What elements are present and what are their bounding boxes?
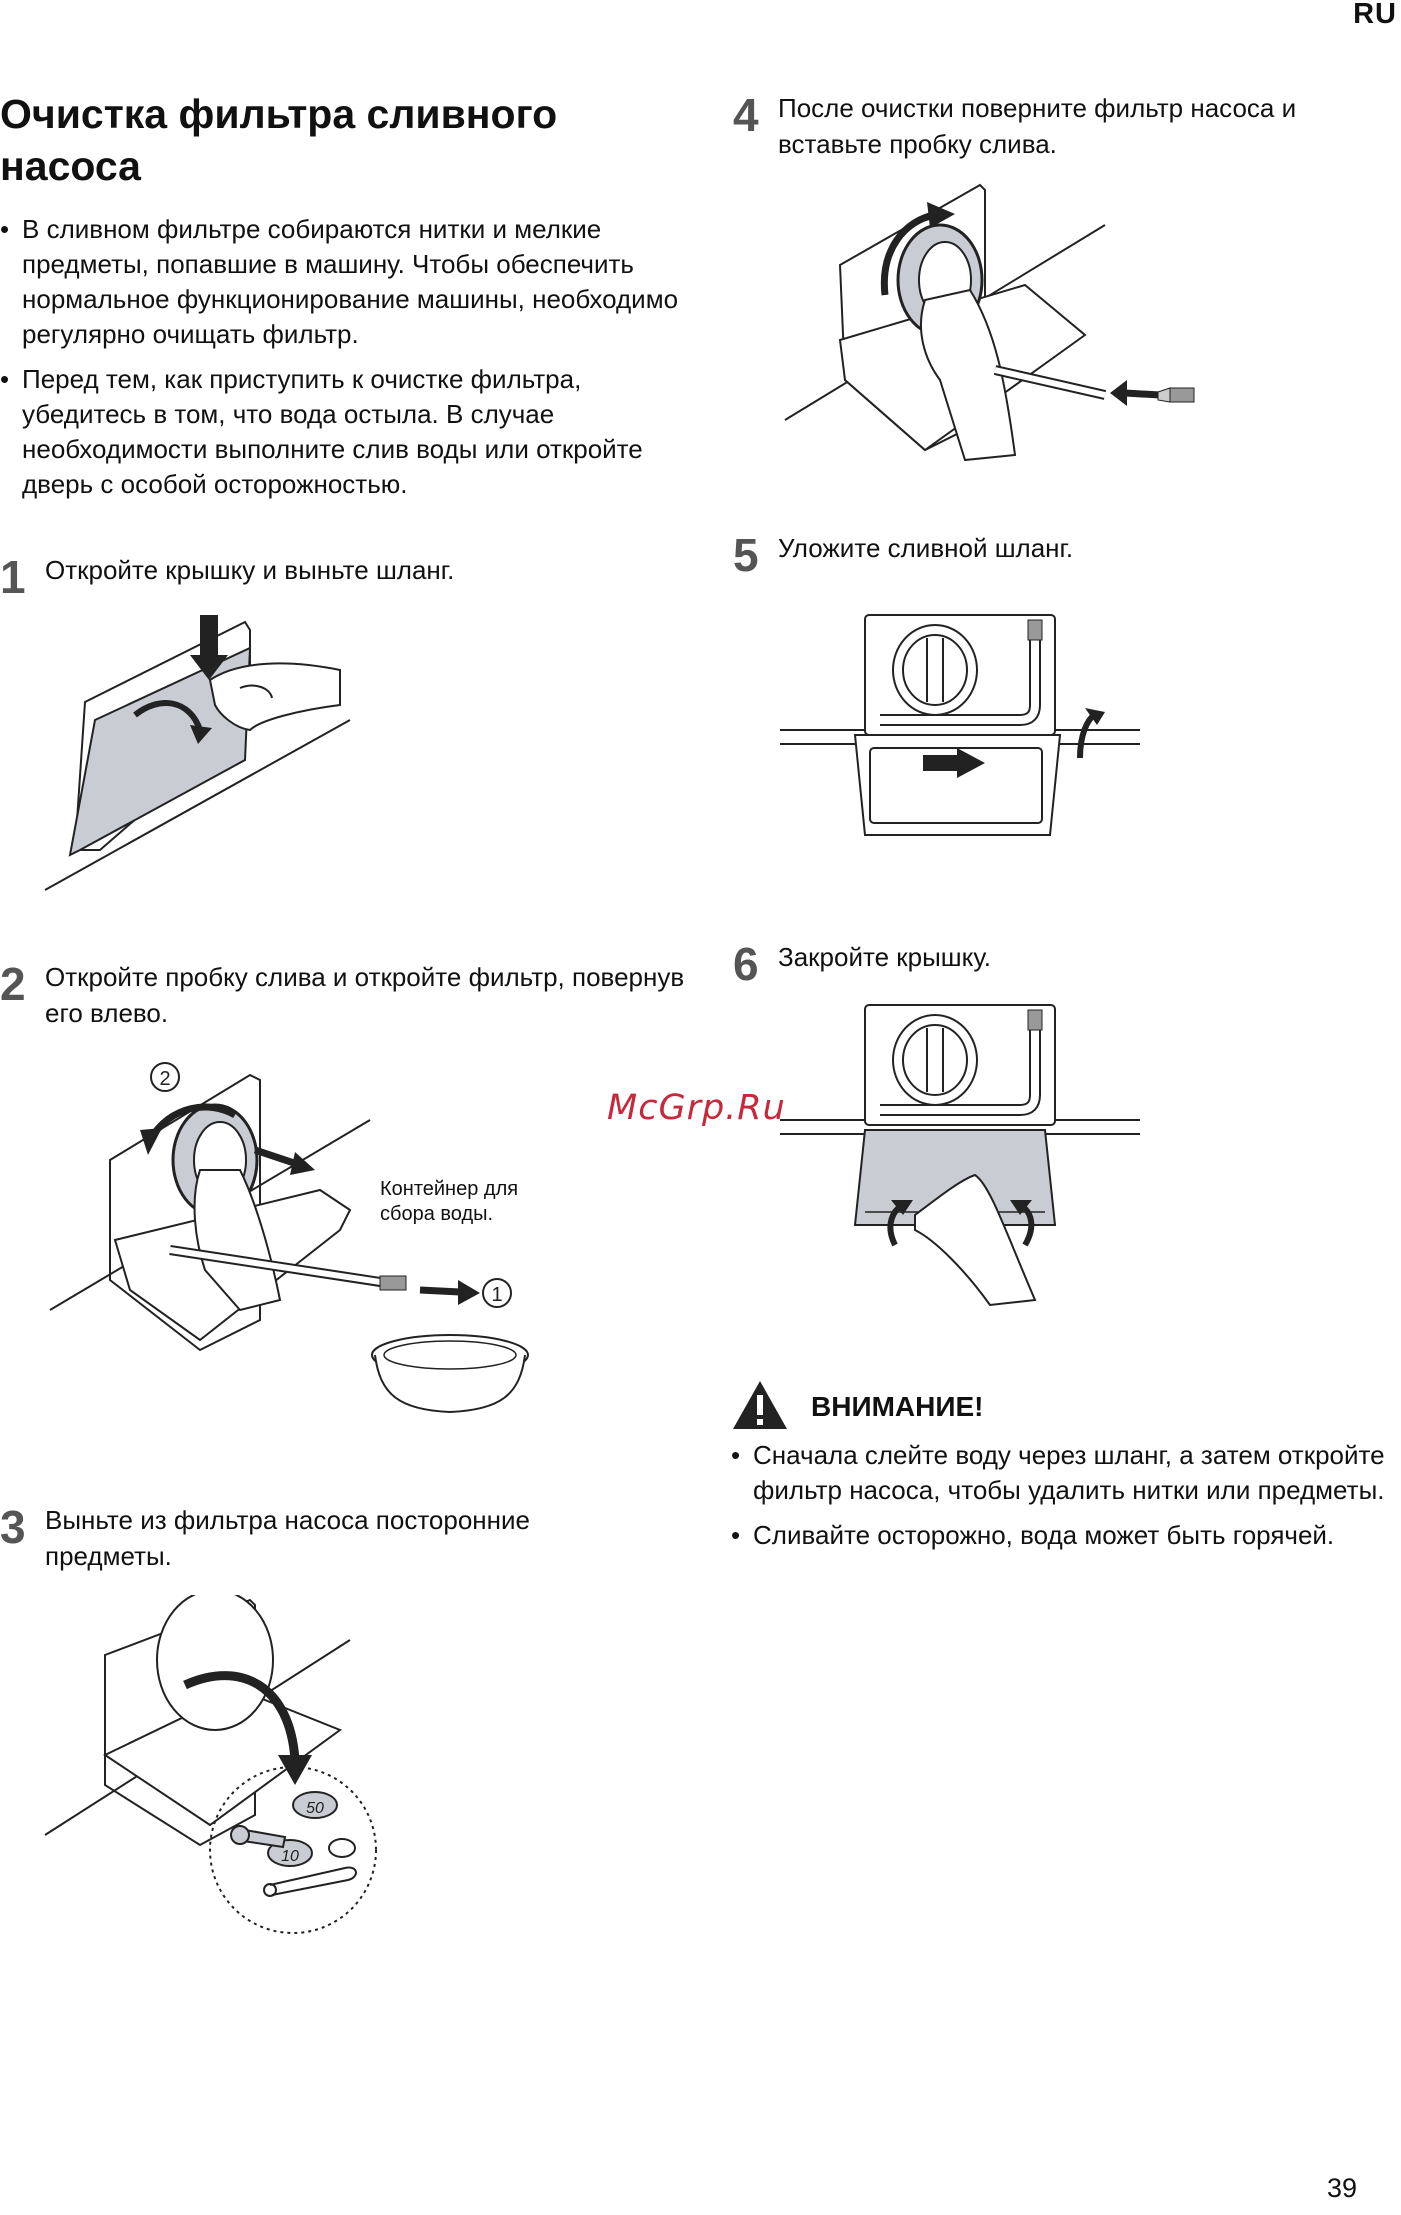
step-number: 4: [733, 89, 759, 141]
step2-marker-1: 1: [491, 1284, 502, 1306]
intro-bullet: Перед тем, как приступить к очистке филь…: [0, 362, 700, 502]
step-text: Откройте пробку слива и откройте фильтр,…: [45, 962, 685, 1028]
caution-bullet: Сначала слейте воду через шланг, а затем…: [731, 1438, 1391, 1508]
caution-bullet: Сливайте осторожно, вода может быть горя…: [731, 1518, 1391, 1553]
step5-illustration: [780, 614, 1140, 836]
step-number: 2: [0, 958, 26, 1010]
step4-illustration: [784, 183, 1195, 462]
step3-illustration: 50 10: [44, 1595, 377, 1934]
intro-bullet-list: В сливном фильтре собираются нитки и мел…: [0, 212, 700, 512]
page-number: 39: [1326, 2173, 1357, 2203]
step2-marker-2: 2: [159, 1068, 170, 1090]
watermark: McGrp.Ru: [607, 1088, 786, 1128]
step6-illustration: [780, 1004, 1140, 1307]
coin-50-label: 50: [306, 1800, 324, 1817]
step-text: Выньте из фильтра насоса посторонние пре…: [45, 1505, 531, 1571]
container-label: Контейнер для сбора воды.: [380, 1178, 519, 1225]
page-title: Очистка фильтра сливного насоса: [0, 91, 558, 189]
step2-illustration: 1 2: [49, 1062, 529, 1414]
step-number: 5: [733, 529, 759, 581]
language-code: RU: [1353, 0, 1397, 30]
caution-title: ВНИМАНИЕ!: [811, 1391, 984, 1422]
intro-bullet: В сливном фильтре собираются нитки и мел…: [0, 212, 700, 352]
step-number: 6: [733, 938, 759, 990]
step-text: Уложите сливной шланг.: [778, 533, 1074, 563]
step-number: 3: [0, 1501, 26, 1553]
caution-bullet-list: Сначала слейте воду через шланг, а затем…: [731, 1438, 1391, 1563]
step-text: После очистки поверните фильтр насоса и …: [778, 93, 1297, 159]
warning-icon: [733, 1381, 787, 1429]
step-text: Откройте крышку и выньте шланг.: [45, 555, 455, 585]
step-number: 1: [0, 551, 26, 603]
step1-illustration: [44, 615, 351, 891]
coin-10-label: 10: [281, 1848, 299, 1865]
step-text: Закройте крышку.: [778, 942, 991, 972]
